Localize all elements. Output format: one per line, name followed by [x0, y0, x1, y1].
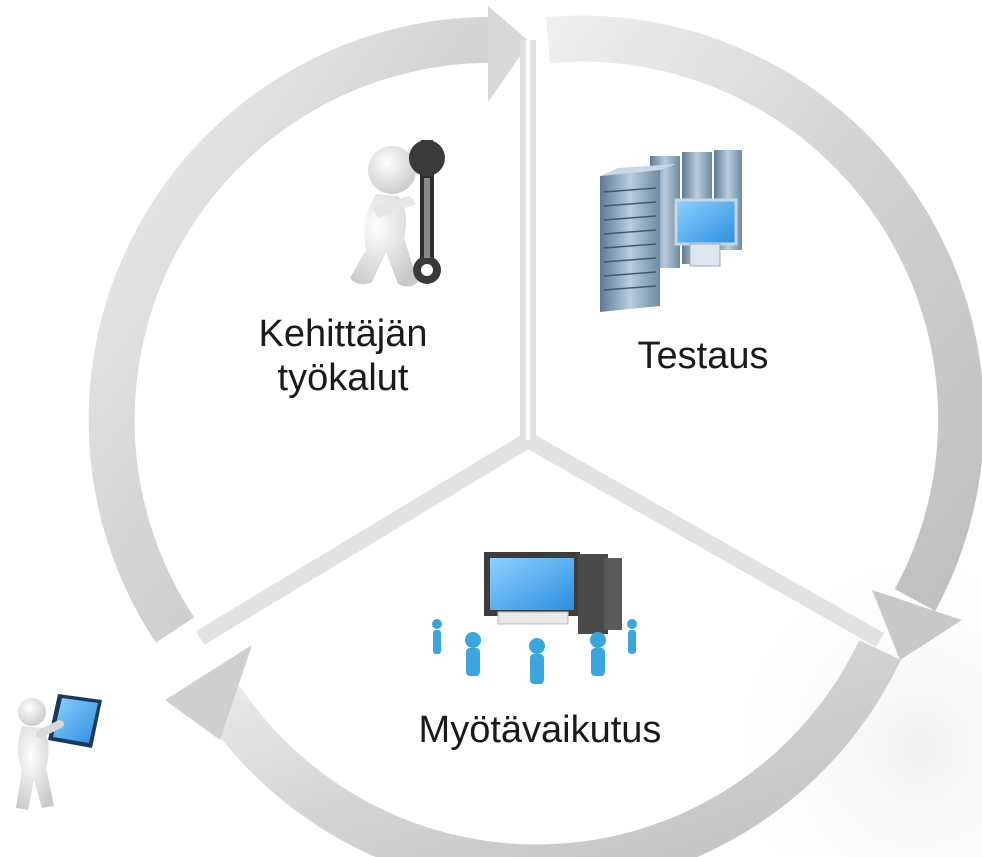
segment-label-testing: Testaus [637, 335, 769, 377]
arrowhead-top-icon [488, 6, 530, 102]
arc-bottom [195, 640, 901, 857]
person-with-tablet-icon [16, 694, 102, 810]
arrowhead-right-icon [872, 590, 962, 660]
person-with-wrench-icon [350, 140, 445, 287]
network-people-icon [432, 552, 637, 684]
server-rack-icon [600, 150, 742, 312]
cycle-ring [88, 6, 982, 857]
sector-dividers [195, 40, 884, 647]
segment-label-line1: Kehittäjän [258, 313, 428, 355]
segment-label-developer-tools: Kehittäjän työkalut [238, 312, 448, 400]
arc-left [88, 16, 501, 643]
arc-right [546, 15, 982, 611]
arrowhead-left-icon [165, 645, 252, 740]
segment-label-contribution: Myötävaikutus [418, 709, 662, 751]
segment-label-line2: työkalut [277, 357, 409, 399]
